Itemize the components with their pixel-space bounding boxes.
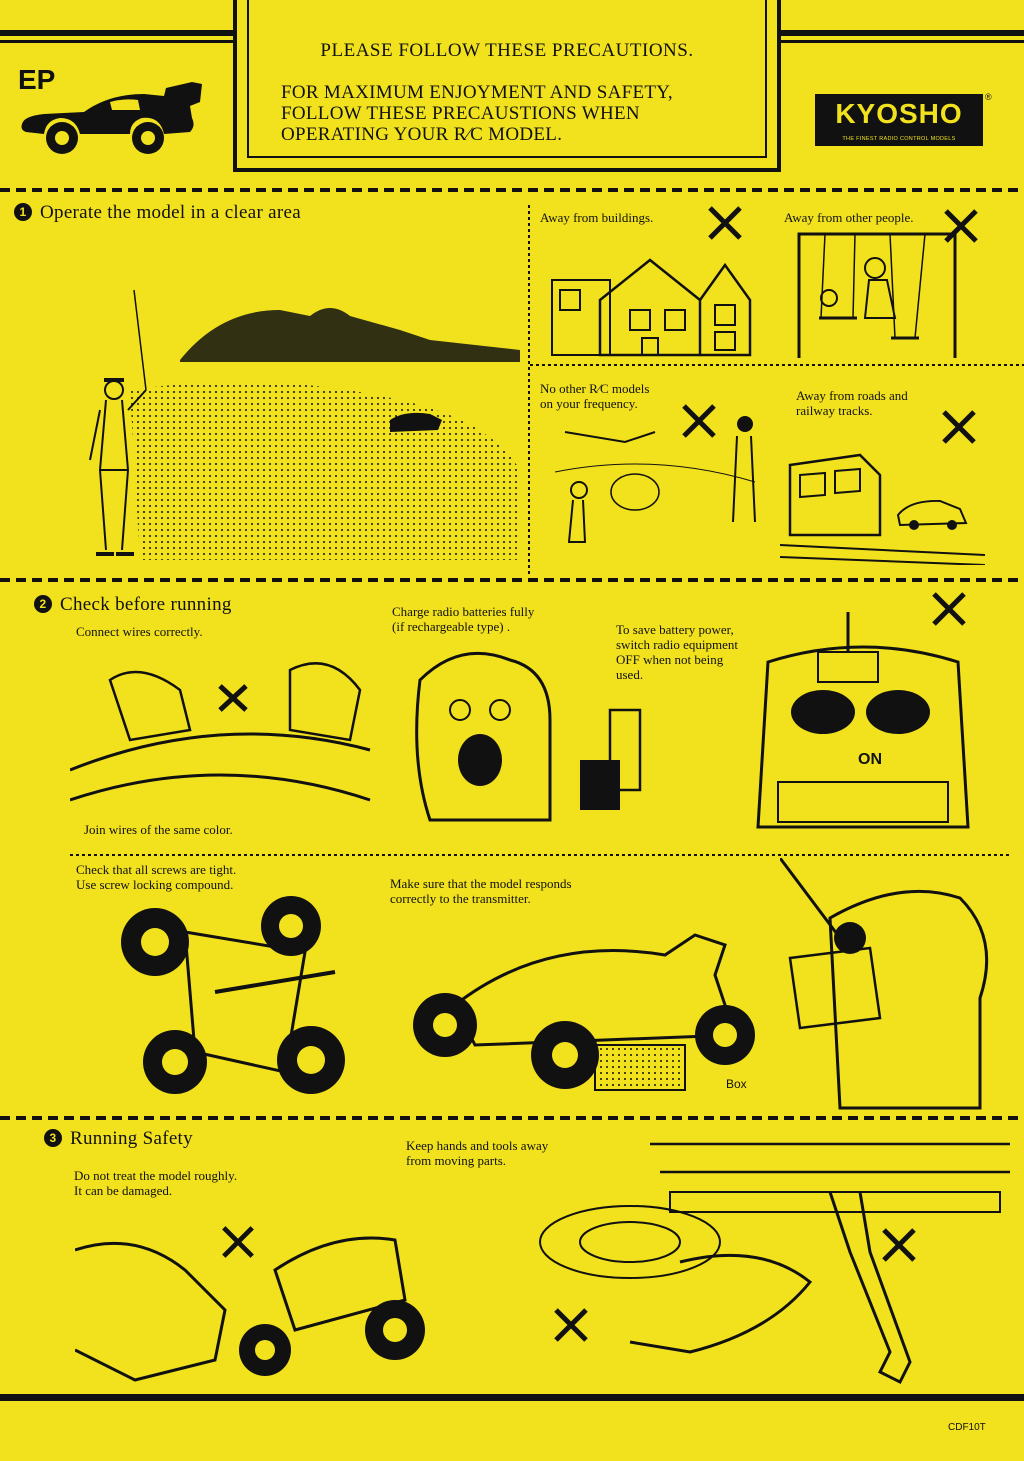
wires-illustration [70, 662, 371, 802]
x-mark-icon [222, 1226, 254, 1258]
switch-on-label: ON [858, 751, 882, 768]
header-subtitle: FOR MAXIMUM ENJOYMENT AND SAFETY, FOLLOW… [281, 82, 673, 145]
caption-check-screws: Check that all screws are tight. Use scr… [76, 862, 237, 892]
x-mark-icon [944, 209, 978, 243]
model-type-badge: EP [18, 64, 56, 95]
header-box: PLEASE FOLLOW THESE PRECAUTIONS. FOR MAX… [233, 0, 781, 172]
frequency-illustration [555, 416, 756, 543]
caption-save-battery: To save battery power, switch radio equi… [616, 622, 739, 682]
caption-no-other-models: No other R∕C models on your frequency. [540, 381, 650, 411]
section1-column-divider [528, 205, 530, 575]
x-mark-icon [708, 206, 742, 240]
document-code: CDF10T [948, 1422, 986, 1433]
battery-character-illustration [415, 651, 642, 822]
x-mark-icon [932, 592, 966, 626]
header-title: PLEASE FOLLOW THESE PRECAUTIONS. [320, 40, 694, 61]
caption-model-responds: Make sure that the model responds correc… [390, 876, 572, 906]
registered-mark: ® [985, 92, 992, 102]
stepping-on-model-illustration [75, 1236, 425, 1382]
caption-box: Box [726, 1077, 747, 1091]
transmitter-character-illustration [756, 612, 970, 829]
model-on-box-illustration [413, 933, 755, 1091]
x-mark-icon [554, 1308, 588, 1342]
caption-not-roughly: Do not treat the model roughly. It can b… [74, 1168, 238, 1198]
kyosho-logo: KYOSHO THE FINEST RADIO CONTROL MODELS [815, 94, 983, 146]
section2-row-divider [70, 854, 1010, 856]
caption-charge-batteries: Charge radio batteries fully (if recharg… [392, 604, 535, 634]
section-divider [0, 578, 1024, 582]
caption-away-from-roads: Away from roads and railway tracks. [796, 388, 908, 418]
train-illustration [780, 453, 985, 565]
x-mark-icon [682, 404, 716, 438]
section-divider [0, 188, 1024, 192]
section-divider [0, 1116, 1024, 1120]
caption-keep-hands-away: Keep hands and tools away from moving pa… [406, 1138, 549, 1168]
footer-rule [0, 1394, 1024, 1401]
caption-connect-wires: Connect wires correctly. [76, 624, 203, 639]
section1-row-divider [530, 364, 1024, 366]
screws-character-illustration [121, 896, 345, 1094]
swing-illustration [797, 232, 957, 358]
car-silhouette-icon [21, 82, 202, 154]
hand-transmitter-illustration [780, 858, 989, 1110]
x-mark-icon [942, 410, 976, 444]
moving-parts-illustration [539, 1142, 1010, 1385]
caption-away-from-buildings: Away from buildings. [540, 210, 654, 225]
caption-away-from-people: Away from other people. [784, 210, 914, 225]
caption-join-wires: Join wires of the same color. [84, 822, 233, 837]
x-mark-icon [882, 1228, 916, 1262]
clear-field-illustration [89, 289, 520, 560]
buildings-illustration [551, 258, 752, 357]
